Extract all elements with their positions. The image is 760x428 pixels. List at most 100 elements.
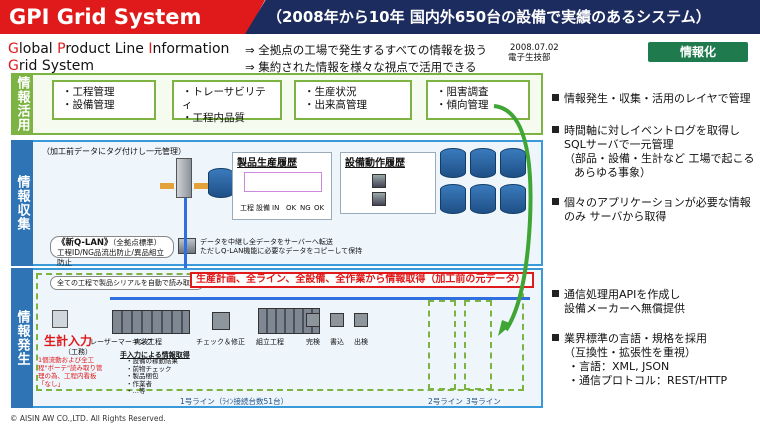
database-icon [500, 184, 526, 214]
mini-label: NG [300, 204, 311, 212]
step-label: 組立工程 [256, 338, 284, 346]
step-label: 書込 [330, 338, 344, 346]
step-label: レーザーマーキング [90, 338, 153, 346]
step-label: 実装工程 [134, 338, 162, 346]
app-box-trace: ・トレーサビリティ・工程内品質 [172, 80, 282, 124]
qlan-note: 工程ID/NG品流出防止/異品組立防止 [57, 248, 164, 267]
page-title: GPI Grid System [9, 5, 202, 29]
server-tower [176, 158, 192, 198]
gpi-word-grid: rid System [18, 58, 95, 74]
machine-row-1 [112, 310, 190, 334]
database-icon [500, 148, 526, 178]
bullet-text: のみ サーバから取得 [564, 210, 667, 223]
bullet-text: 業界標準の言語・規格を採用 [564, 332, 707, 345]
bullet-square-icon [552, 198, 559, 205]
line-2-label: 2号ライン [428, 397, 463, 406]
plan-input-label: 生計入力 [44, 334, 93, 348]
bullet-4: 通信処理用APIを作成し 設備メーカーへ無償提供 [552, 288, 757, 316]
database-icon [208, 168, 234, 198]
bullet-1: 情報発生・収集・活用のレイヤで管理 [552, 92, 757, 106]
app-item: ・生産状況 [304, 86, 357, 98]
qlan-title: 《新Q-LAN》 [57, 238, 113, 248]
server-arrow [194, 183, 208, 189]
manual-title: 手入力による情報取得 [120, 351, 190, 359]
app-item: ・出来高管理 [304, 99, 367, 111]
gpi-line-2: Grid System [8, 58, 94, 74]
server-arrow [160, 183, 174, 189]
bullet-square-icon [552, 290, 559, 297]
mini-label: 工程 [240, 204, 254, 212]
app-box-production: ・生産状況・出来高管理 [294, 80, 412, 120]
auto-read-note: 全ての工程で製品シリアルを自動で読み取る [50, 276, 204, 290]
step-label: 出検 [354, 338, 368, 346]
gpi-word-information: nformation [152, 41, 230, 57]
gpi-letter-p: P [57, 41, 66, 57]
bullet-square-icon [552, 334, 559, 341]
line-bus [110, 297, 530, 300]
doc-date: 2008.07.02 [510, 43, 559, 53]
server-note-1: データを中継し全データをサーバーへ転送 [200, 238, 333, 246]
gpi-line-1: Global Product Line Information [8, 41, 229, 57]
database-icon [440, 184, 466, 214]
bullet-text: （部品・設備・生計など 工場で起こる [564, 152, 755, 165]
prod-history-title: 製品生産履歴 [237, 158, 297, 169]
doc-dept: 電子生技部 [508, 53, 551, 63]
plan-input-sub: （工務） [64, 348, 92, 356]
gpi-word-product: roduct Line [65, 41, 149, 57]
bullet-text: あらゆる事象） [574, 166, 651, 179]
app-box-analysis: ・阻害調査・傾向管理 [426, 80, 530, 120]
intro-arrow-2: ⇒ 集約された情報を様々な視点で活用できる [245, 60, 477, 74]
bullet-text: 情報発生・収集・活用のレイヤで管理 [564, 92, 751, 105]
gpi-letter-g: G [8, 41, 19, 57]
manual-item: ・設備の稼動結果 [126, 357, 178, 365]
equipment-icon [372, 174, 386, 188]
bullet-text: 設備メーカーへ無償提供 [564, 302, 685, 315]
app-item: ・設備管理 [62, 99, 115, 111]
shipping-station [354, 313, 368, 327]
step-label: チェック＆修正 [196, 338, 245, 346]
line-2-area [428, 300, 456, 390]
tag-note: （加工前データにタグ付けし一元管理） [42, 147, 186, 156]
app-item: ・阻害調査 [436, 86, 489, 98]
bullet-2: 時間軸に対しイベントログを取得し SQLサーバで一元管理 （部品・設備・生計など… [552, 124, 757, 180]
prod-history-panel: 製品生産履歴 [232, 152, 332, 220]
line-1-label: 1号ライン（ﾗｲﾝ接続台数51台） [180, 397, 289, 406]
hassei-label: 情報発生 [11, 268, 33, 408]
server-note-2: ただしQ-LAN機能に必要なデータをコピーして保持 [200, 247, 363, 255]
manual-item: ・…等 [126, 387, 146, 395]
category-badge: 情報化 [648, 42, 748, 62]
copyright: © AISIN AW CO.,LTD. All Rights Reserved. [10, 414, 166, 423]
page-subtitle: （2008年から10年 国内外650台の設備で実績のあるシステム） [267, 8, 711, 26]
title-banner: GPI Grid System [0, 0, 265, 34]
equip-history-title: 設備動作履歴 [345, 158, 405, 169]
app-item: ・工程管理 [62, 86, 115, 98]
bullet-square-icon [552, 126, 559, 133]
manual-item: ・前物チェック [126, 364, 172, 373]
inspection-station [306, 313, 320, 327]
qlan-sub: （全拠点標準） [112, 238, 162, 247]
app-item: ・工程内品質 [182, 112, 245, 124]
line-3-label: 3号ライン [466, 397, 501, 406]
data-capture-banner-text: 生産計画、全ライン、全設備、全作業から情報取得（加工前の元データ） [196, 274, 526, 285]
app-item: ・トレーサビリティ [182, 86, 266, 111]
mini-label: 設備 [256, 204, 270, 212]
gpi-letter-i: I [148, 41, 153, 57]
bullet-text: 時間軸に対しイベントログを取得し [564, 124, 740, 137]
check-station [212, 312, 230, 330]
qlan-pill: 《新Q-LAN》（全拠点標準） 工程ID/NG品流出防止/異品組立防止 [50, 236, 174, 267]
worker-note: 1個流動および全工程"ボーテ"読み取り管理の為、工程内看板「なし」 [38, 356, 103, 388]
bullet-text: （互換性・拡張性を重視） [564, 346, 696, 359]
gpi-letter-g2: G [8, 58, 19, 74]
bullet-text: ・言語：XML, JSON [568, 360, 670, 373]
manual-item: ・製品梱包 [126, 372, 159, 380]
shushu-label: 情報収集 [11, 140, 33, 266]
equip-history-panel: 設備動作履歴 [340, 152, 436, 214]
manual-list: ・設備の稼動結果 ・前物チェック ・製品梱包 ・作業者 ・…等 [126, 357, 178, 396]
mini-label: IN [272, 204, 280, 212]
step-label: 完検 [306, 338, 320, 346]
mini-label: OK [314, 204, 325, 212]
mini-label: OK [286, 204, 297, 212]
bullet-square-icon [552, 94, 559, 101]
line-3-area [464, 300, 492, 390]
prod-flow [244, 172, 322, 192]
